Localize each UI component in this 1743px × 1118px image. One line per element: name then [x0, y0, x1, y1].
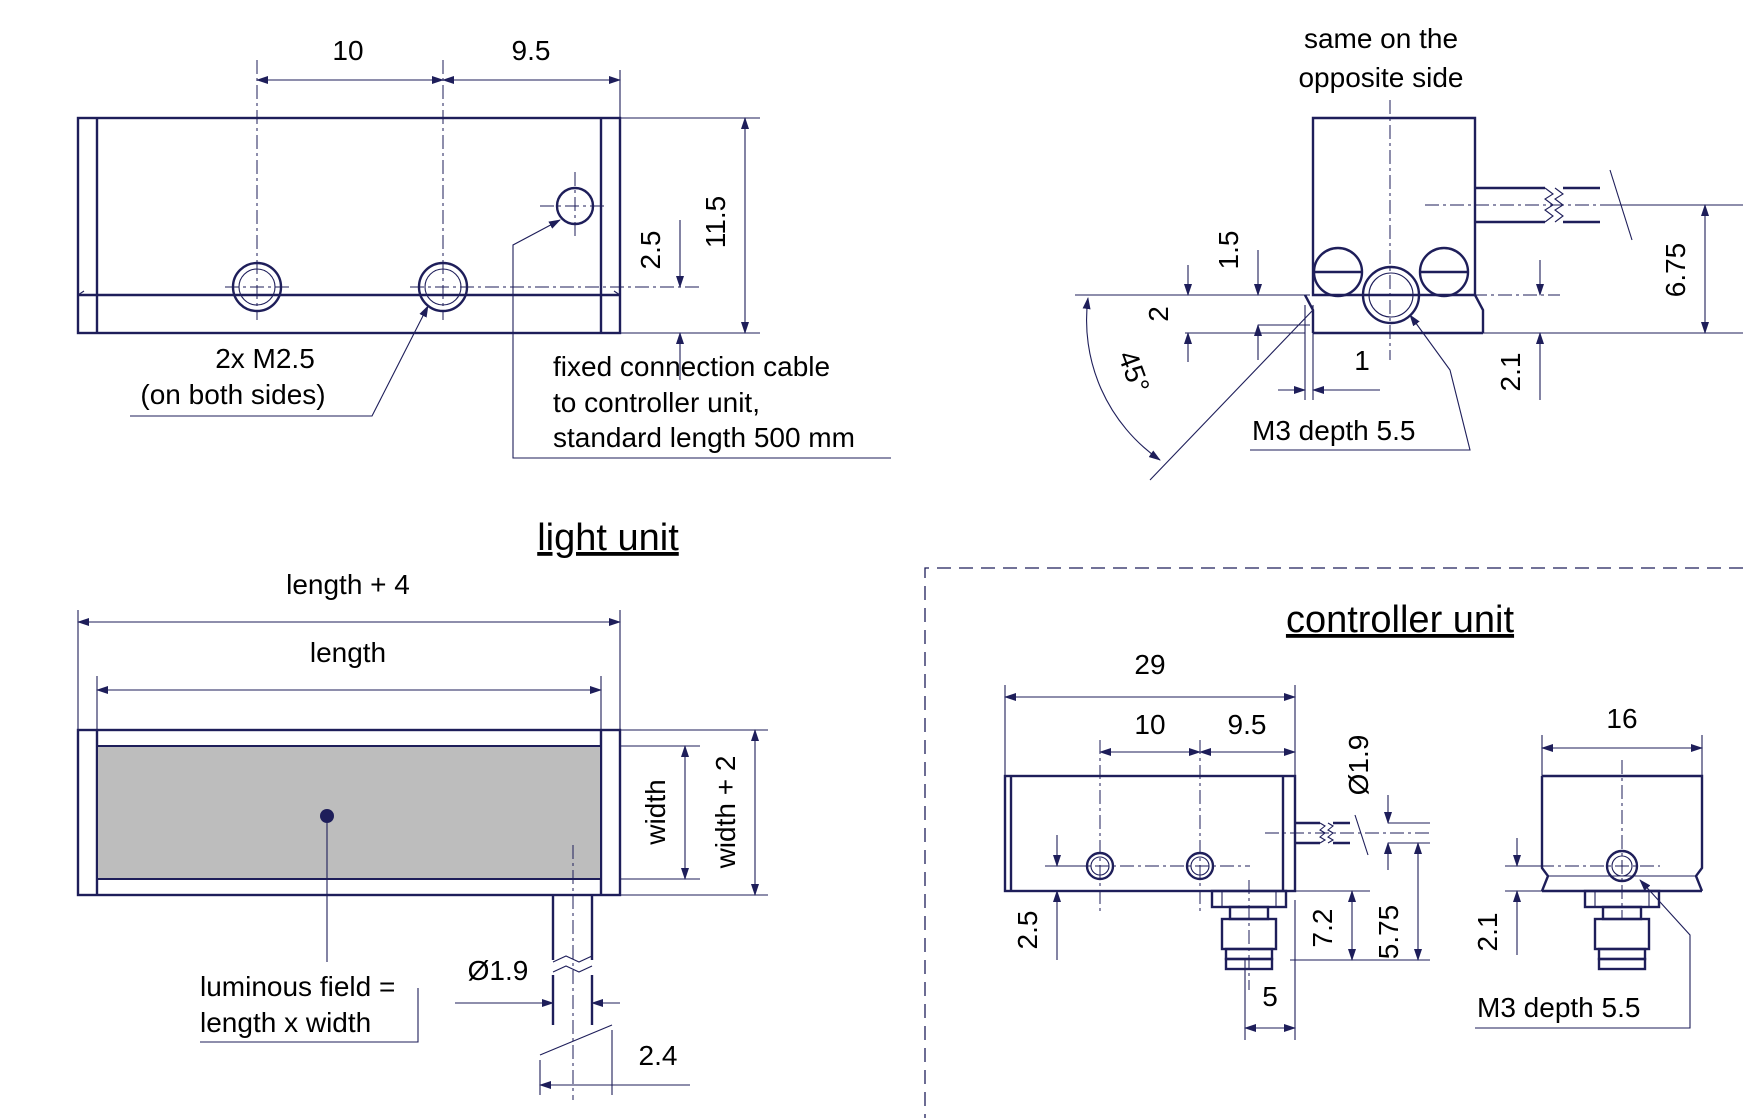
cable-note-line2: to controller unit, [553, 387, 760, 418]
controller-dim-2-1: 2.1 [1472, 913, 1503, 952]
angle-45: 45° [1112, 347, 1156, 397]
luminous-field [96, 745, 602, 880]
dim-1: 1 [1354, 345, 1370, 376]
screw-head-right [1418, 246, 1470, 298]
dim-2-1: 2.1 [1495, 353, 1526, 392]
dim-2-5: 2.5 [635, 231, 666, 270]
dim-width-plus-2: width + 2 [710, 756, 741, 870]
dim-16: 16 [1606, 703, 1637, 734]
top-view-cable-diameter: Ø1.9 [468, 955, 529, 986]
field-center-dot [320, 809, 334, 823]
heading-light-unit: light unit [537, 517, 679, 559]
controller-dim-9-5: 9.5 [1228, 709, 1267, 740]
thread-note-line1: 2x M2.5 [215, 343, 315, 374]
dim-29: 29 [1134, 649, 1165, 680]
controller-end-view: 16 2.1 M3 depth 5.5 [1472, 703, 1704, 1029]
dim-1-5: 1.5 [1213, 231, 1244, 270]
dim-2-4: 2.4 [639, 1040, 678, 1071]
dim-9-5: 9.5 [512, 35, 551, 66]
controller-dim-5: 5 [1262, 981, 1278, 1012]
light-unit-top-view: length + 4 length width width + 2 lumino… [76, 569, 768, 1100]
cable-note-line3: standard length 500 mm [553, 422, 855, 453]
light-unit-end-view: same on the opposite side [1075, 23, 1743, 481]
dim-6-75: 6.75 [1660, 243, 1691, 298]
screw-head-left [1312, 246, 1364, 298]
field-note-line2: length x width [200, 1007, 371, 1038]
controller-dim-10: 10 [1134, 709, 1165, 740]
controller-cable-diameter: Ø1.9 [1343, 735, 1374, 796]
dim-7-2: 7.2 [1307, 909, 1338, 948]
controller-dim-2-5: 2.5 [1012, 911, 1043, 950]
cable-note-line1: fixed connection cable [553, 351, 830, 382]
controller-thread-note: M3 depth 5.5 [1477, 992, 1640, 1023]
end-view-note-line1: same on the [1304, 23, 1458, 54]
heading-controller-unit: controller unit [1286, 599, 1515, 641]
thread-note-line2: (on both sides) [140, 379, 325, 410]
dim-length-plus-4: length + 4 [286, 569, 410, 600]
light-unit-side-view: 10 9.5 11.5 2.5 2x M2.5 (on both sides) … [76, 35, 891, 459]
controller-unit-frame [924, 567, 1743, 1118]
end-view-note-line2: opposite side [1298, 62, 1463, 93]
dim-5-75: 5.75 [1373, 905, 1404, 960]
dim-10: 10 [332, 35, 363, 66]
dim-2: 2 [1143, 306, 1174, 322]
dim-11-5: 11.5 [700, 196, 731, 248]
cable-hole [540, 172, 605, 240]
dim-length: length [310, 637, 386, 668]
dim-width: width [640, 779, 671, 845]
end-view-thread-note: M3 depth 5.5 [1252, 415, 1415, 446]
field-note-line1: luminous field = [200, 971, 395, 1002]
controller-side-view: 29 10 9.5 Ø1.9 2.5 7.2 5.75 5 [1003, 649, 1430, 1040]
